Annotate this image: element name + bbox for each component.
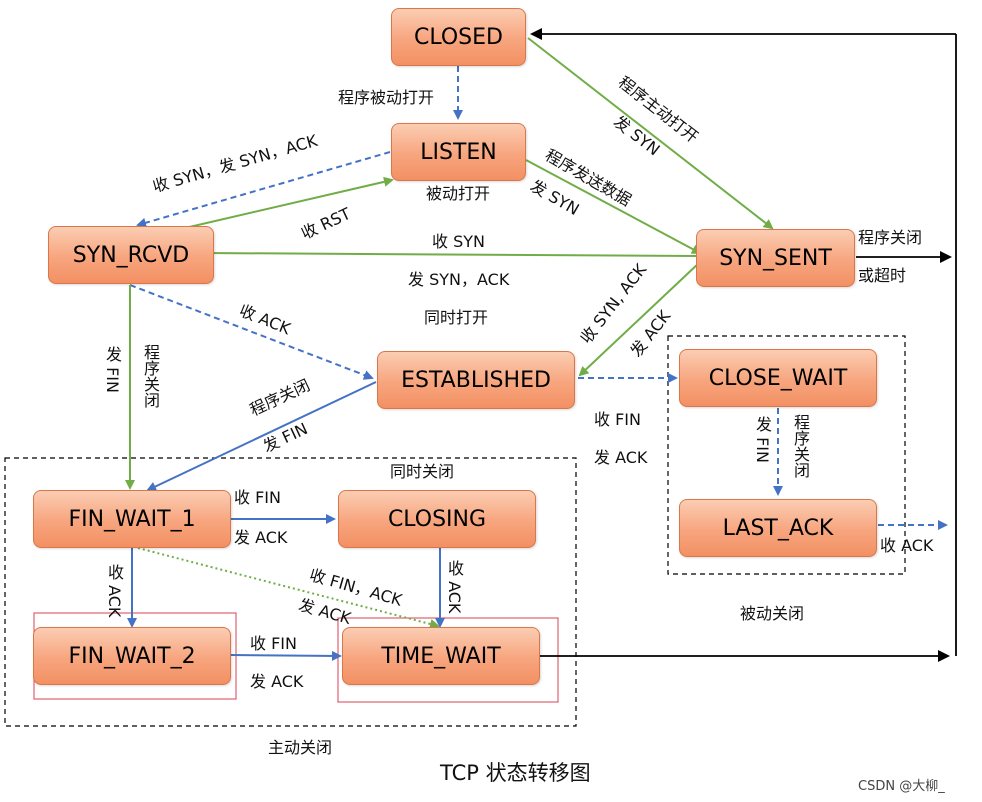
label-recv-syn: 收 SYN [432, 232, 485, 251]
label-recv-fin-2: 收 FIN [234, 488, 281, 507]
edge-synrcvd-listen [184, 176, 394, 229]
state-closing: CLOSING [338, 490, 536, 548]
label-passive-open-2: 被动打开 [426, 184, 491, 203]
edge-synsent-synrcvd [201, 248, 697, 259]
state-listen: LISTEN [391, 123, 526, 181]
label-simul-open: 同时打开 [424, 308, 489, 327]
label-passive-open: 程序被动打开 [338, 88, 435, 107]
edge-closed-synsent [527, 37, 774, 230]
label-prog-close-v2: 程序关闭 [791, 414, 810, 478]
edge-listen-synsent [525, 159, 702, 254]
label-recv-ack-2: 收 ACK [880, 536, 934, 555]
label-close-or-timeout-2: 或超时 [858, 266, 907, 285]
label-recv-fin-3: 收 FIN [250, 634, 297, 653]
watermark: CSDN @大柳_ [858, 779, 945, 794]
label-recv-ack-v2: 收 ACK [445, 560, 464, 614]
diagram-caption: TCP 状态转移图 [440, 761, 591, 785]
label-passive-close: 被动关闭 [740, 604, 805, 623]
state-closed: CLOSED [391, 8, 526, 66]
label-send-fin-v2: 发 FIN [753, 416, 772, 463]
label-prog-close-v: 程序关闭 [141, 344, 160, 408]
edge-finwait2-timewait [230, 650, 342, 661]
state-close-wait: CLOSE_WAIT [679, 349, 877, 407]
label-send-ack-3: 发 ACK [234, 528, 288, 547]
label-send-syn-ack: 发 SYN，ACK [408, 270, 510, 289]
state-time-wait: TIME_WAIT [342, 627, 540, 685]
state-syn-sent: SYN_SENT [696, 229, 855, 287]
label-simul-close: 同时关闭 [390, 462, 455, 481]
state-syn-rcvd: SYN_RCVD [48, 226, 214, 284]
state-fin-wait-1: FIN_WAIT_1 [33, 490, 231, 548]
active-close-group [4, 457, 577, 727]
edge-established-finwait1 [146, 381, 377, 492]
label-close-or-timeout-1: 程序关闭 [858, 228, 923, 247]
state-fin-wait-2: FIN_WAIT_2 [33, 627, 231, 685]
edge-finwait1-timewait [137, 547, 440, 629]
label-recv-fin-1: 收 FIN [594, 410, 641, 429]
edge-synsent-established [578, 261, 701, 377]
label-send-ack-5: 发 ACK [250, 672, 304, 691]
label-send-fin-v: 发 FIN [103, 346, 122, 393]
edge-listen-synrcvd [136, 151, 391, 228]
label-recv-ack-v: 收 ACK [105, 564, 124, 618]
passive-close-group [667, 335, 906, 575]
label-send-ack-2: 发 ACK [594, 448, 648, 467]
edge-synrcvd-established [129, 284, 374, 380]
state-last-ack: LAST_ACK [679, 499, 877, 557]
state-established: ESTABLISHED [377, 351, 575, 409]
label-active-close: 主动关闭 [268, 738, 333, 757]
